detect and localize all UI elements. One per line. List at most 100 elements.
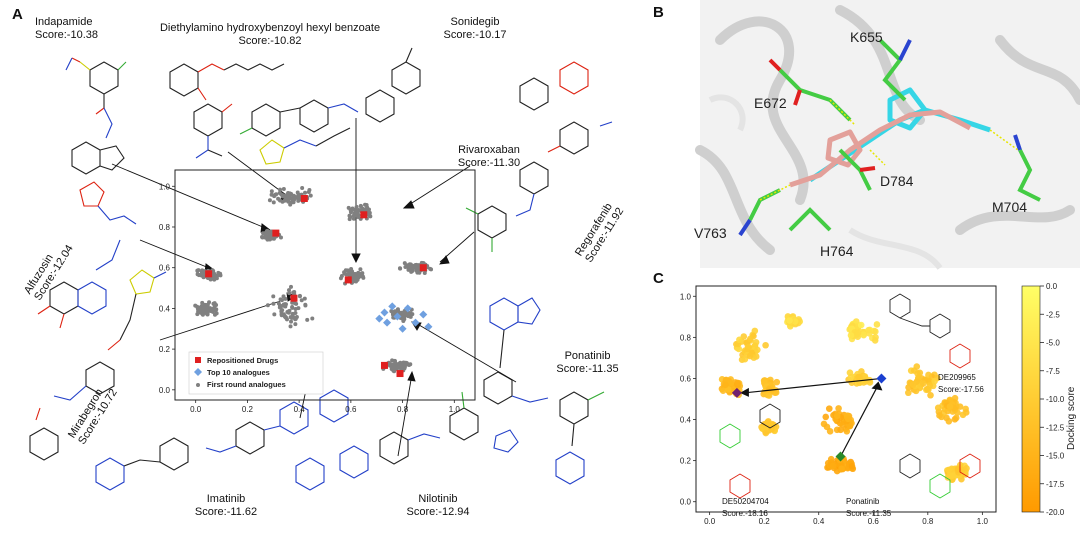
first-round-point xyxy=(269,189,274,194)
first-round-point xyxy=(303,190,308,195)
analogue-point xyxy=(734,379,741,387)
annotation-ponatinib-score: Score:-11.35 xyxy=(846,509,892,518)
colorbar-label: Docking score xyxy=(1066,386,1077,450)
first-round-point xyxy=(278,187,283,192)
protein-background xyxy=(700,0,1080,268)
first-round-point xyxy=(200,300,205,305)
analogue-point xyxy=(860,331,867,338)
first-round-point xyxy=(421,261,426,266)
structure-dhhb xyxy=(169,63,285,159)
first-round-point xyxy=(367,207,372,212)
analogue-point xyxy=(847,332,855,339)
drug-label-dhhb: Diethylamino hydroxybenzoyl hexyl benzoa… xyxy=(159,22,381,47)
analogue-point xyxy=(873,321,881,328)
first-round-point xyxy=(358,267,363,272)
x-tick-label: 0.0 xyxy=(190,405,202,414)
first-round-point xyxy=(281,187,286,192)
first-round-point xyxy=(287,291,292,296)
repositioned-point xyxy=(205,270,213,278)
first-round-point xyxy=(348,207,353,212)
repositioned-point xyxy=(380,361,388,369)
panel-c-annotation-structures xyxy=(719,293,981,499)
analogue-point xyxy=(762,429,770,437)
first-round-point xyxy=(268,232,273,237)
first-round-point xyxy=(292,301,297,306)
first-round-point xyxy=(302,296,307,301)
panel-letter-b: B xyxy=(653,4,664,21)
first-round-point xyxy=(267,198,272,203)
panel-c-points xyxy=(718,313,970,483)
residue-h764: H764 xyxy=(820,243,854,259)
analogue-point xyxy=(959,411,967,419)
first-round-point xyxy=(283,194,288,199)
first-round-point xyxy=(272,194,277,199)
first-round-point xyxy=(288,284,293,289)
highlight-point xyxy=(835,451,846,462)
colorbar-ticks: 0.0-2.5-5.0-7.5-10.0-12.5-15.0-17.5-20.0 xyxy=(1040,282,1065,517)
analogue-point xyxy=(752,339,760,346)
annotation-de209965-label: DE209965 xyxy=(938,373,976,382)
analogue-point xyxy=(838,465,845,473)
first-round-point xyxy=(208,308,213,313)
first-round-point xyxy=(211,268,216,273)
structure-imatinib xyxy=(95,389,349,491)
first-round-point xyxy=(351,216,356,221)
analogue-point xyxy=(926,382,934,389)
x-tick-label: 0.8 xyxy=(397,405,409,414)
analogue-point xyxy=(846,369,854,376)
y-tick-label: 0.6 xyxy=(159,264,171,273)
analogue-point xyxy=(909,381,917,388)
first-round-point xyxy=(295,195,300,200)
repositioned-point xyxy=(272,229,280,237)
first-round-point xyxy=(280,308,285,313)
repositioned-point xyxy=(419,264,427,272)
top10-point xyxy=(424,322,433,331)
analogue-point xyxy=(913,363,921,370)
first-round-point xyxy=(277,305,282,310)
first-round-point xyxy=(284,317,289,322)
analogue-point xyxy=(759,425,766,432)
y-tick-label: 0.8 xyxy=(159,223,171,232)
first-round-point xyxy=(361,275,366,280)
hydrogen-bonds xyxy=(759,99,1019,201)
x-tick-label: 1.0 xyxy=(449,405,461,414)
ligand-pink xyxy=(789,109,972,188)
structure-regorafenib xyxy=(465,121,613,252)
c-y-tick-label: 0.2 xyxy=(680,457,692,466)
c-x-tick-label: 1.0 xyxy=(977,517,989,526)
analogue-point xyxy=(735,345,743,353)
analogue-point xyxy=(866,379,874,386)
colorbar-tick-label: 0.0 xyxy=(1046,282,1058,291)
analogue-point xyxy=(945,417,953,425)
analogue-point xyxy=(855,373,862,381)
analogue-point xyxy=(946,403,954,410)
analogue-point xyxy=(919,380,927,387)
panel-letter-c: C xyxy=(653,270,664,287)
analogue-point xyxy=(931,377,938,385)
analogue-point xyxy=(951,415,959,423)
residue-n-atoms xyxy=(738,39,1022,237)
analogue-point xyxy=(865,330,873,337)
structure-rivaroxaban xyxy=(259,61,589,165)
analogue-point xyxy=(719,387,727,394)
repositioned-point xyxy=(344,276,352,284)
analogue-point xyxy=(825,405,833,412)
first-round-point xyxy=(344,272,349,277)
analogue-point xyxy=(949,472,956,479)
colorbar-tick-label: -10.0 xyxy=(1046,395,1065,404)
panel-letter-a: A xyxy=(12,6,23,23)
first-round-point xyxy=(354,274,359,279)
first-round-point xyxy=(308,193,313,198)
first-round-point xyxy=(271,301,276,306)
analogue-point xyxy=(857,321,865,329)
c-x-tick-label: 0.8 xyxy=(922,517,934,526)
analogue-point xyxy=(927,391,934,399)
analogue-point xyxy=(727,379,735,387)
first-round-point xyxy=(297,293,302,298)
analogue-point xyxy=(925,371,932,379)
first-round-point xyxy=(351,275,356,280)
first-round-point xyxy=(339,273,344,278)
